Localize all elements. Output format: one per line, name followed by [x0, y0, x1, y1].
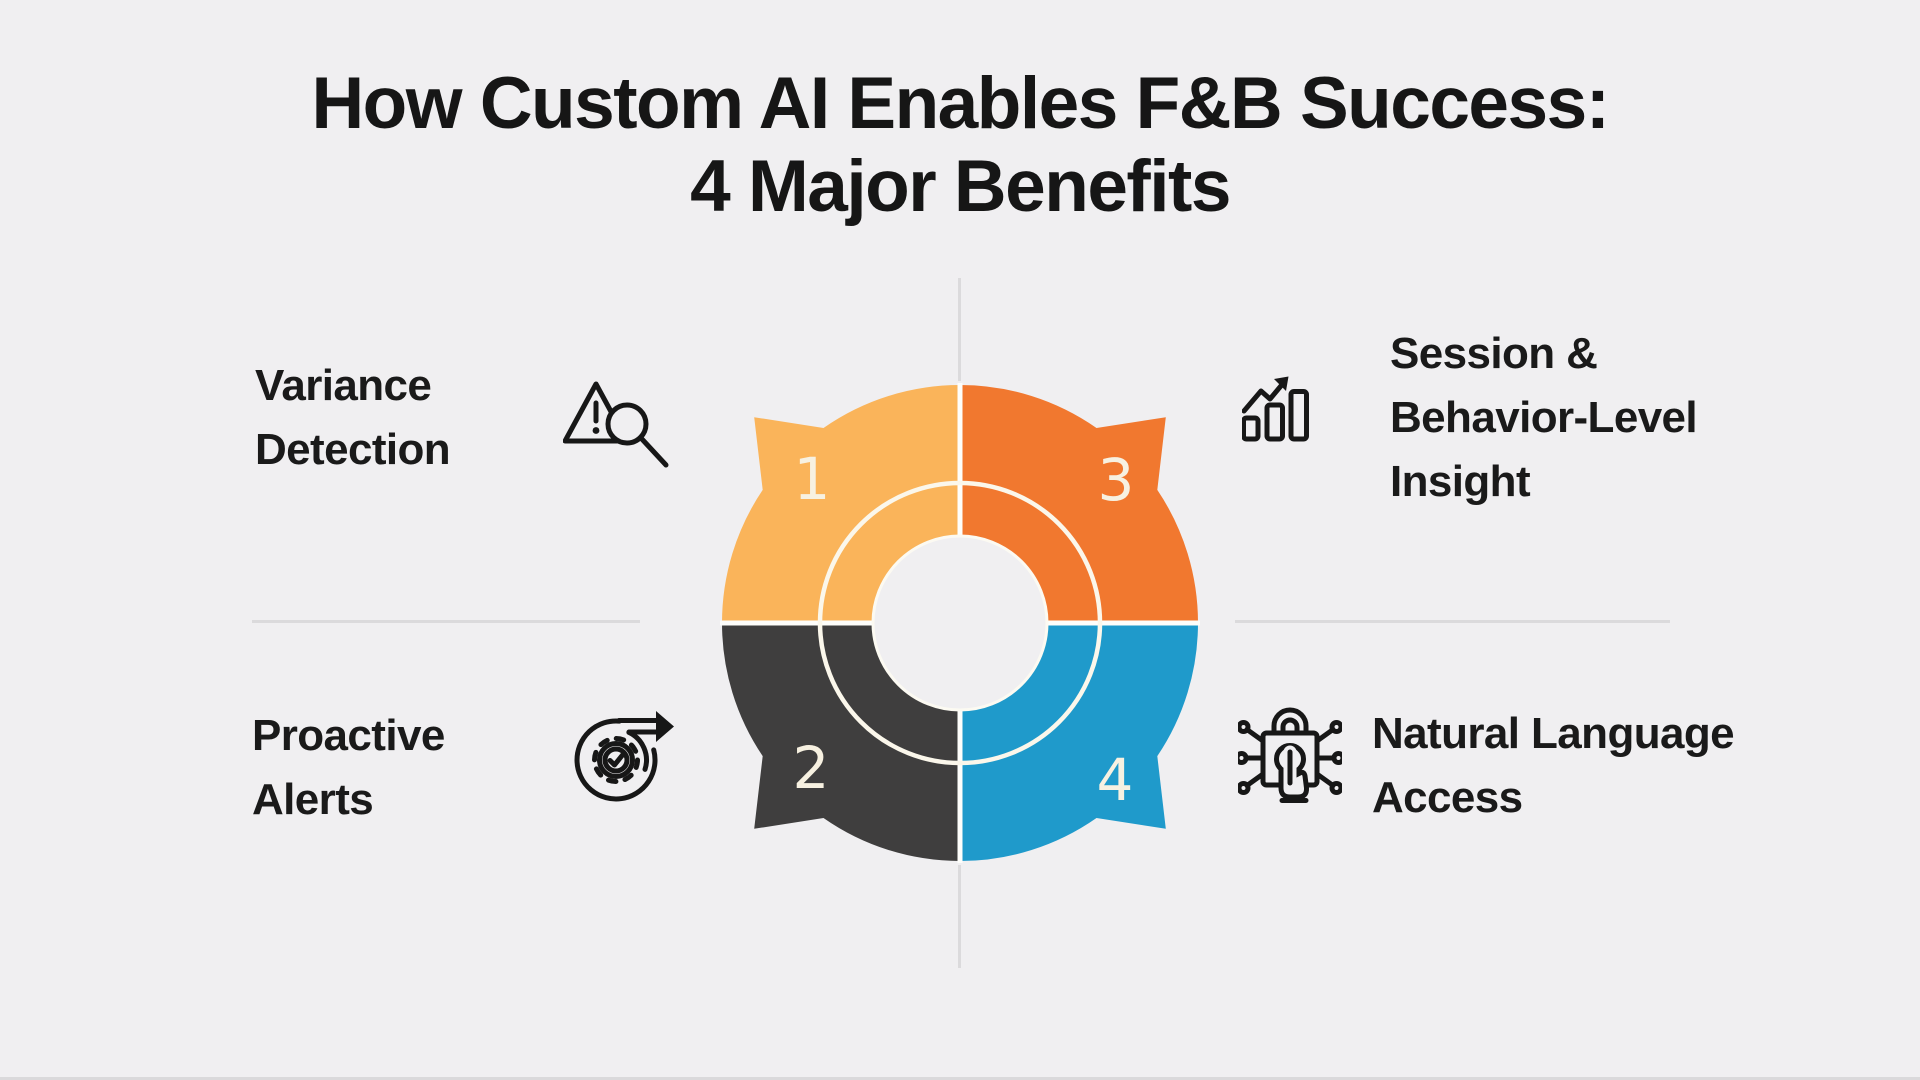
donut-segment-3	[960, 385, 1198, 623]
bar-chart-growth-icon	[1242, 376, 1309, 442]
segment-number-1: 1	[794, 445, 831, 513]
warning-magnifier-icon	[563, 381, 669, 468]
segment-number-3: 3	[1098, 446, 1135, 514]
page-title-line-1: How Custom AI Enables F&B Success:	[311, 63, 1610, 144]
cycle-gear-check-icon	[574, 711, 674, 802]
lock-touch-circuit-icon	[1238, 707, 1342, 803]
donut-center	[871, 534, 1049, 712]
donut-segment-1	[722, 385, 960, 623]
benefit-label-variance-detection: Variance Detection	[255, 361, 451, 474]
page-title: How Custom AI Enables F&B Success: 4 Maj…	[0, 62, 1920, 228]
guide-line-left	[252, 620, 640, 623]
guide-line-top	[958, 278, 961, 381]
donut-segment-2	[722, 623, 960, 861]
gear-teeth	[592, 736, 640, 784]
guide-line-right	[1235, 620, 1670, 623]
benefit-label-session-insight: Session & Behavior-Level Insight	[1390, 329, 1698, 506]
benefit-label-proactive-alerts: Proactive Alerts	[252, 711, 445, 824]
cycle-diagram: 1 3 2 4	[720, 383, 1200, 863]
segment-dividers	[720, 383, 1200, 863]
segment-number-4: 4	[1097, 746, 1134, 814]
page-title-line-2: 4 Major Benefits	[690, 146, 1231, 227]
inner-ring	[817, 480, 1103, 766]
donut-segment-4	[960, 623, 1198, 861]
guide-line-bottom	[958, 865, 961, 968]
benefit-label-natural-language: Natural Language Access	[1372, 709, 1735, 822]
bottom-edge-line	[0, 1077, 1920, 1080]
segment-number-2: 2	[793, 734, 830, 802]
